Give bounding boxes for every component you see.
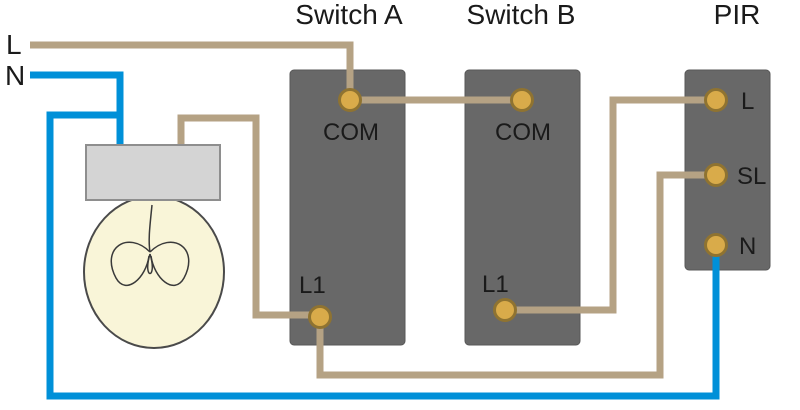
switch-a-title: Switch A — [295, 0, 403, 30]
filament-squiggle — [146, 253, 154, 275]
switch-b-com-label: COM — [495, 119, 551, 146]
pir-sl-label: SL — [737, 163, 766, 190]
wire-live-lamp-to-switch-a-l1 — [177, 114, 320, 319]
pir-title: PIR — [714, 0, 761, 30]
switch-a-l1-terminal — [308, 305, 332, 329]
pir-l-terminal — [704, 88, 728, 112]
wire-live-switch-b-l1-to-pir-l — [505, 96, 716, 314]
pir-l-label: L — [741, 88, 754, 115]
lamp-bulb — [83, 195, 225, 349]
supply-neutral-label: N — [5, 60, 25, 91]
wire-live-supply-to-switch-a-com — [30, 41, 354, 100]
pir-box — [684, 69, 771, 271]
filament-squiggle — [110, 241, 151, 286]
pir-sl-terminal — [704, 163, 728, 187]
wire-neutral-supply-to-pir-n — [46, 111, 720, 400]
switch-b-l1-label: L1 — [482, 271, 509, 298]
lamp-cap — [85, 144, 221, 201]
switch-b-box — [464, 69, 581, 346]
switch-a-com-label: COM — [323, 119, 379, 146]
switch-a-l1-label: L1 — [299, 272, 326, 299]
wire-neutral-supply-to-lamp — [30, 71, 124, 152]
switch-b-l1-terminal — [493, 298, 517, 322]
wire-live-pir-sl-to-switch-a-l1 — [316, 171, 716, 379]
switch-b-title: Switch B — [467, 0, 576, 30]
filament-squiggle — [148, 204, 153, 253]
switch-a-com-terminal — [338, 88, 362, 112]
supply-line-label: L — [6, 29, 22, 60]
pir-n-terminal — [704, 233, 728, 257]
switch-b-com-terminal — [510, 88, 534, 112]
pir-n-label: N — [739, 233, 756, 260]
filament-squiggle — [149, 241, 190, 286]
